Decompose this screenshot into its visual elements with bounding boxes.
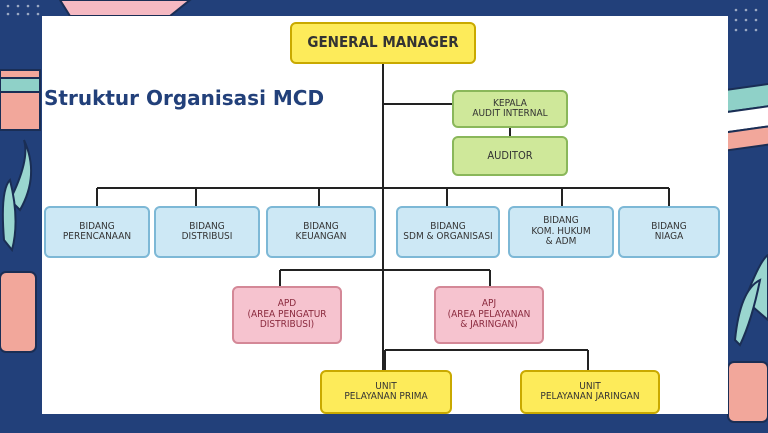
apj-box: APJ (AREA PELAYANAN & JARINGAN) xyxy=(434,286,544,344)
bidang-perencanaan-box: BIDANG PERENCANAAN xyxy=(44,206,150,258)
unit-pelayanan-prima-box: UNIT PELAYANAN PRIMA xyxy=(320,370,452,414)
unit-pelayanan-jaringan-box: UNIT PELAYANAN JARINGAN xyxy=(520,370,660,414)
auditor-box: AUDITOR xyxy=(452,136,568,176)
bidang-kom-hukum-adm-box: BIDANG KOM. HUKUM & ADM xyxy=(508,206,614,258)
apd-box: APD (AREA PENGATUR DISTRIBUSI) xyxy=(232,286,342,344)
bidang-distribusi-box: BIDANG DISTRIBUSI xyxy=(154,206,260,258)
kepala-audit-internal-box: KEPALA AUDIT INTERNAL xyxy=(452,90,568,128)
general-manager-box: GENERAL MANAGER xyxy=(290,22,476,64)
bidang-niaga-box: BIDANG NIAGA xyxy=(618,206,720,258)
page-title: Struktur Organisasi MCD xyxy=(44,86,325,110)
bidang-keuangan-box: BIDANG KEUANGAN xyxy=(266,206,376,258)
bidang-sdm-organisasi-box: BIDANG SDM & ORGANISASI xyxy=(396,206,500,258)
